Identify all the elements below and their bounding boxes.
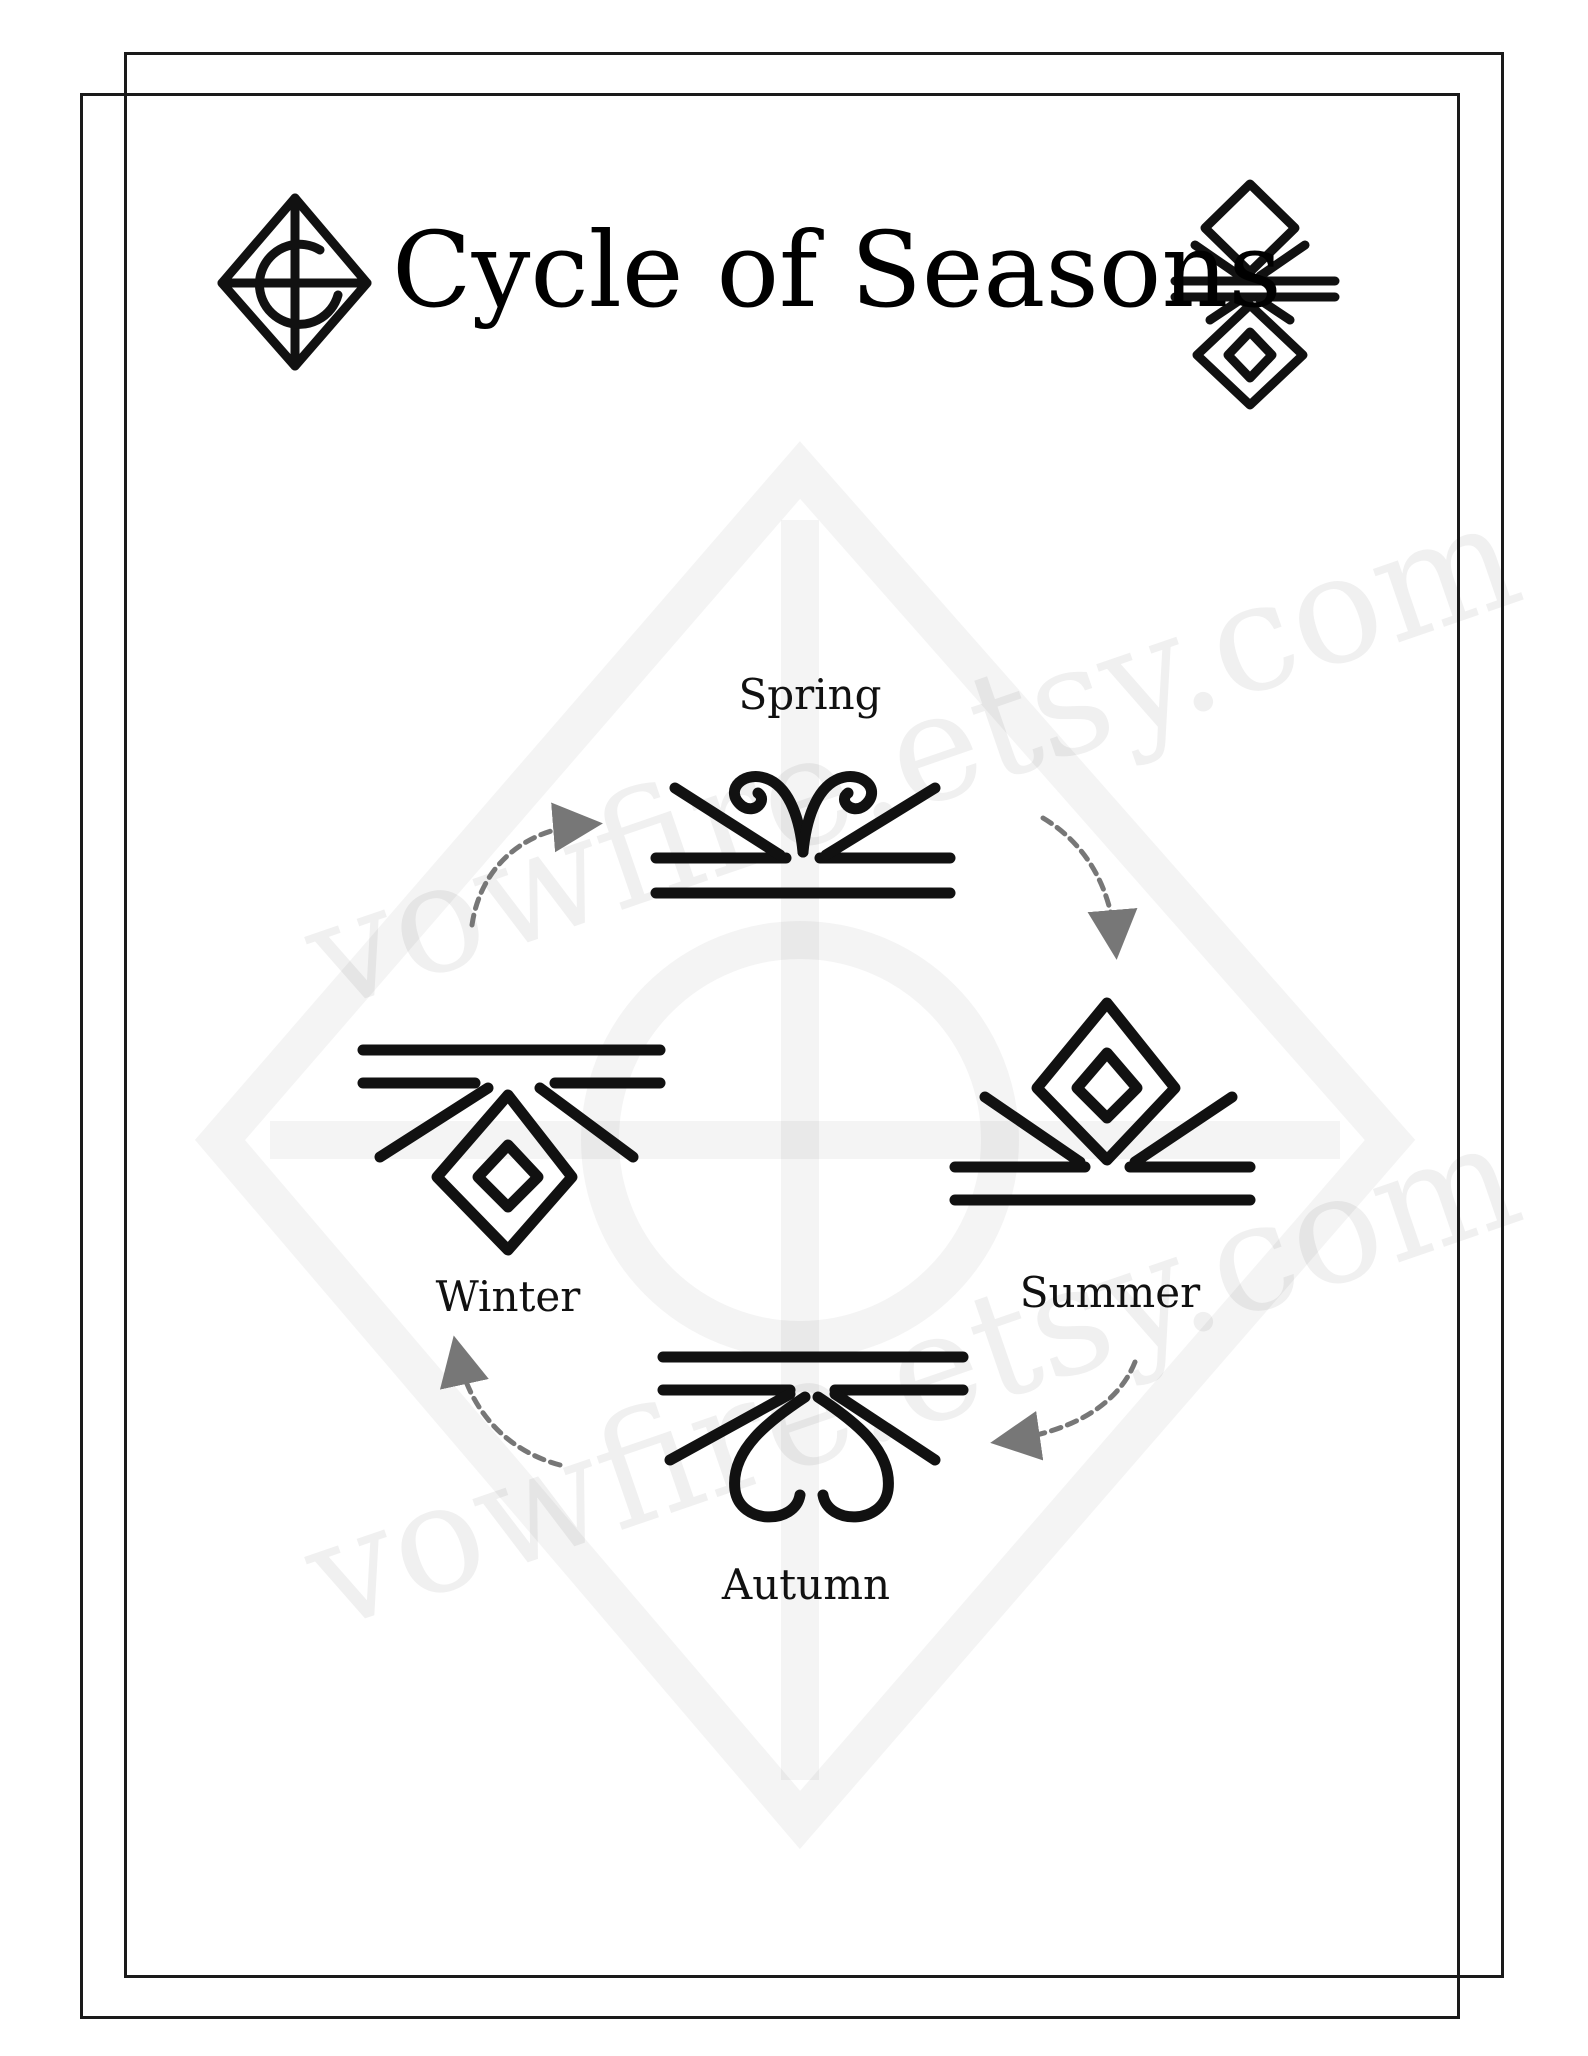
label-spring: Spring <box>738 670 882 719</box>
autumn-rune-icon <box>657 1351 969 1523</box>
winter-rune-icon <box>357 1044 666 1256</box>
spring-rune-icon <box>650 771 956 899</box>
dashed-arrow-icon <box>439 802 1138 1468</box>
label-summer: Summer <box>1019 1268 1201 1317</box>
label-winter: Winter <box>435 1272 581 1321</box>
summer-rune-icon <box>949 997 1256 1206</box>
label-autumn: Autumn <box>721 1560 891 1609</box>
frame-outer <box>124 52 1504 1978</box>
frame-inner <box>80 93 1460 2019</box>
page-title: Cycle of Seasons <box>392 209 1282 331</box>
